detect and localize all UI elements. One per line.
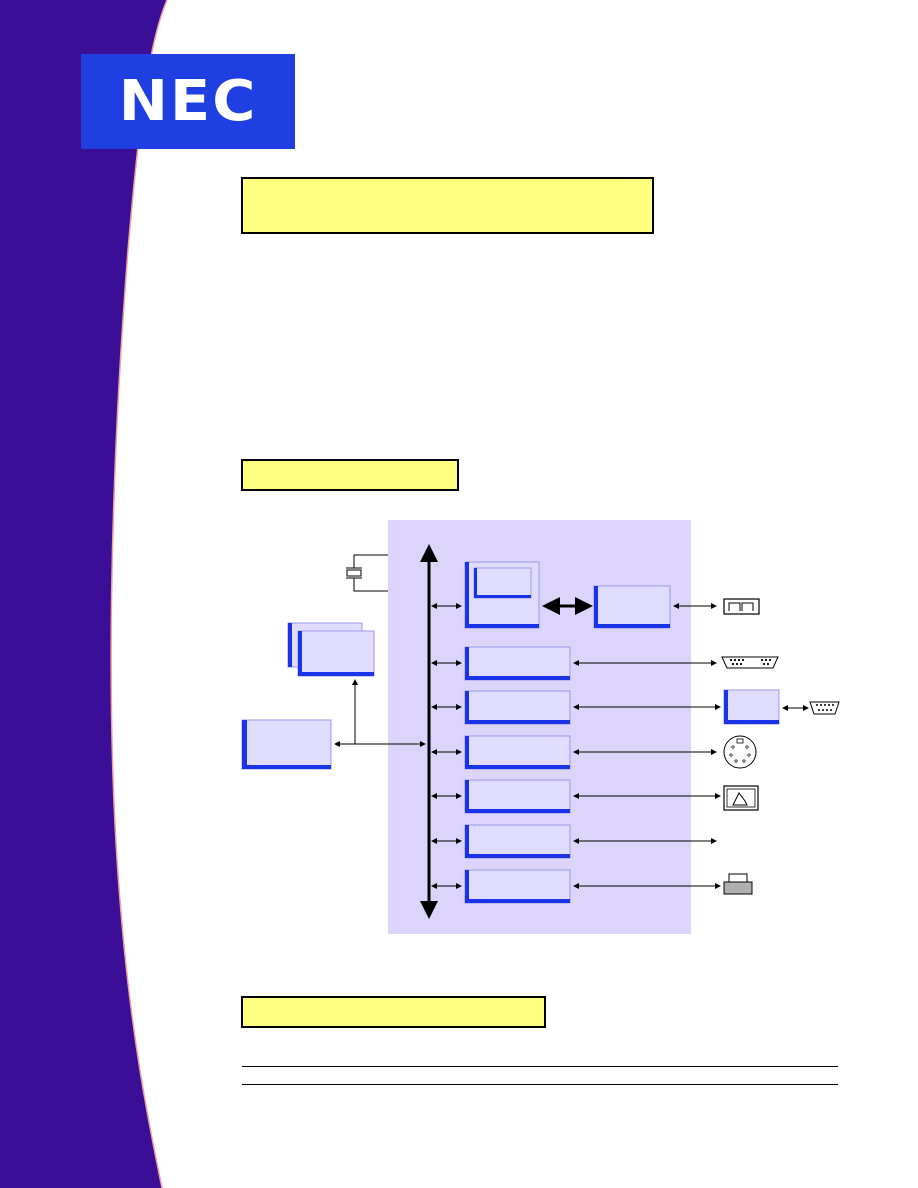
memory-block-stack [287, 622, 375, 677]
title-callout [241, 177, 654, 234]
display-block [464, 779, 571, 814]
timer-block [464, 646, 571, 681]
cpu-block [464, 561, 540, 629]
mini-din-icon [723, 735, 757, 769]
transceiver-block [723, 689, 780, 725]
nec-logo: NEC [81, 54, 295, 149]
crystal-icon [346, 554, 388, 592]
serial-port-icon [721, 656, 779, 669]
logo-text: NEC [118, 69, 258, 134]
keyboard-block [464, 869, 571, 904]
ps2-block [464, 735, 571, 770]
feature-heading-callout [241, 996, 546, 1028]
table-rule-top [242, 1066, 838, 1067]
connector-icon [723, 598, 760, 615]
db9-port-icon [809, 701, 840, 715]
controller-block [593, 585, 671, 629]
monitor-icon [723, 785, 759, 811]
serial-block [464, 690, 571, 725]
bus-interface-block [241, 719, 332, 770]
keyboard-key-icon [723, 873, 753, 895]
table-rule-bottom [242, 1084, 838, 1085]
io-block [464, 824, 571, 859]
block-diagram-heading-callout [241, 459, 459, 491]
